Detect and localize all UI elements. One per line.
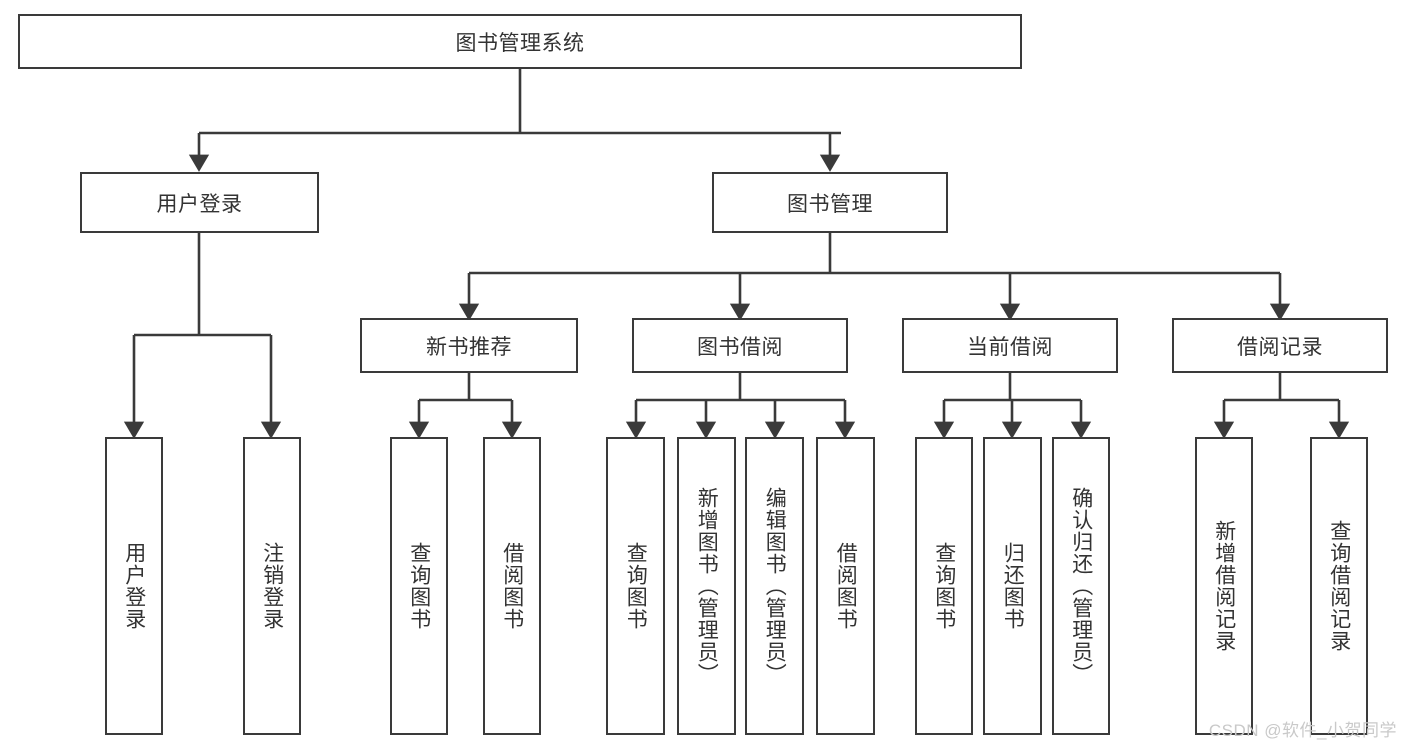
node-leaf-query-book-3-label: 查询图书 bbox=[932, 542, 956, 630]
node-leaf-query-record-label: 查询借阅记录 bbox=[1327, 520, 1351, 652]
node-leaf-borrow-book-2-label: 借阅图书 bbox=[834, 542, 858, 630]
node-root[interactable]: 图书管理系统 bbox=[18, 14, 1022, 69]
node-leaf-user-login[interactable]: 用户登录 bbox=[105, 437, 163, 735]
node-user-login-label: 用户登录 bbox=[156, 192, 243, 216]
node-leaf-add-book-label: 新增图书（管理员） bbox=[695, 487, 719, 685]
node-leaf-user-login-label: 用户登录 bbox=[122, 542, 146, 630]
node-user-login[interactable]: 用户登录 bbox=[80, 172, 319, 233]
node-leaf-query-book-2[interactable]: 查询图书 bbox=[606, 437, 665, 735]
node-leaf-add-book[interactable]: 新增图书（管理员） bbox=[677, 437, 736, 735]
node-leaf-add-record[interactable]: 新增借阅记录 bbox=[1195, 437, 1253, 735]
csdn-watermark: CSDN @软件_小贺同学 bbox=[1208, 721, 1397, 740]
node-leaf-query-book-1[interactable]: 查询图书 bbox=[390, 437, 448, 735]
node-leaf-logout[interactable]: 注销登录 bbox=[243, 437, 301, 735]
node-leaf-return-book-label: 归还图书 bbox=[1001, 542, 1025, 630]
node-leaf-confirm-return-label: 确认归还（管理员） bbox=[1069, 487, 1093, 685]
node-leaf-borrow-book-1[interactable]: 借阅图书 bbox=[483, 437, 541, 735]
node-current-borrow[interactable]: 当前借阅 bbox=[902, 318, 1118, 373]
node-leaf-borrow-book-1-label: 借阅图书 bbox=[500, 542, 524, 630]
node-book-borrow-label: 图书借阅 bbox=[697, 335, 783, 359]
node-new-book-recommend-label: 新书推荐 bbox=[426, 335, 512, 359]
node-leaf-edit-book[interactable]: 编辑图书（管理员） bbox=[745, 437, 804, 735]
node-leaf-logout-label: 注销登录 bbox=[260, 542, 284, 630]
node-root-label: 图书管理系统 bbox=[455, 31, 585, 55]
node-leaf-add-record-label: 新增借阅记录 bbox=[1212, 520, 1236, 652]
node-borrow-record[interactable]: 借阅记录 bbox=[1172, 318, 1388, 373]
node-book-borrow[interactable]: 图书借阅 bbox=[632, 318, 848, 373]
node-leaf-return-book[interactable]: 归还图书 bbox=[983, 437, 1042, 735]
node-leaf-query-record[interactable]: 查询借阅记录 bbox=[1310, 437, 1368, 735]
node-book-management-label: 图书管理 bbox=[787, 192, 873, 216]
node-leaf-edit-book-label: 编辑图书（管理员） bbox=[763, 487, 787, 685]
node-book-management[interactable]: 图书管理 bbox=[712, 172, 948, 233]
node-leaf-query-book-2-label: 查询图书 bbox=[624, 542, 648, 630]
node-borrow-record-label: 借阅记录 bbox=[1237, 335, 1323, 359]
node-new-book-recommend[interactable]: 新书推荐 bbox=[360, 318, 578, 373]
node-current-borrow-label: 当前借阅 bbox=[967, 335, 1053, 359]
node-leaf-confirm-return[interactable]: 确认归还（管理员） bbox=[1052, 437, 1110, 735]
node-leaf-query-book-3[interactable]: 查询图书 bbox=[915, 437, 973, 735]
node-leaf-query-book-1-label: 查询图书 bbox=[407, 542, 431, 630]
node-leaf-borrow-book-2[interactable]: 借阅图书 bbox=[816, 437, 875, 735]
